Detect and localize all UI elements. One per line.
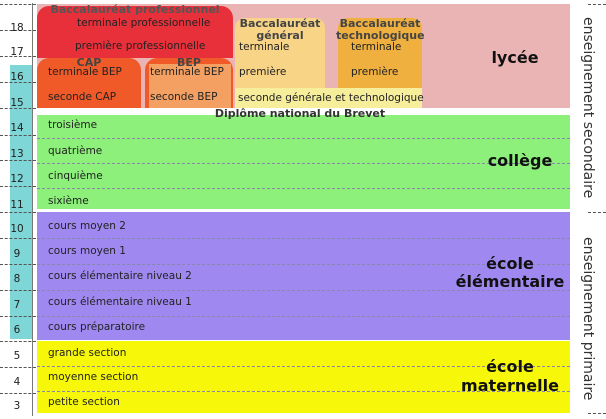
college-block [37, 115, 570, 209]
axis-tick [0, 186, 36, 187]
teal-strip [10, 65, 32, 339]
bac-general-title: Baccalauréat général [239, 17, 321, 42]
age-label: 5 [13, 350, 21, 362]
axis-tick [0, 367, 36, 368]
axis-tick [0, 108, 36, 109]
axis-tick [0, 56, 36, 57]
elementaire-class-label: cours préparatoire [48, 321, 146, 333]
axis-tick [0, 264, 36, 265]
college-class-label: quatrième [48, 145, 103, 157]
premiere-general-label: première [239, 66, 287, 78]
college-class-label: cinquième [48, 170, 103, 182]
age-label: 12 [10, 173, 24, 185]
bac-pro-title: Baccalauréat professionnel [50, 3, 220, 16]
axis-tick [0, 4, 36, 5]
terminale-techno-label: terminale [351, 41, 402, 53]
elementaire-block [37, 212, 570, 340]
axis-tick [0, 212, 36, 213]
college-class-label: troisième [48, 119, 98, 131]
axis-tick [0, 160, 36, 161]
bep-inner-block [149, 64, 231, 108]
maternelle-block [37, 341, 570, 413]
seconde-gt-block [235, 88, 422, 108]
right-tick [588, 212, 606, 213]
axis-tick [0, 341, 36, 342]
brevet-title: Diplôme national du Brevet [214, 107, 386, 120]
age-label: 6 [13, 324, 21, 336]
row-divider [37, 391, 570, 392]
bac-techno-title: Baccalauréat technologique [336, 17, 425, 42]
terminale-pro-label: terminale professionnelle [77, 17, 211, 29]
axis-tick [0, 82, 36, 83]
premiere-techno-label: première [351, 66, 399, 78]
row-divider [37, 238, 570, 239]
axis-tick [0, 316, 36, 317]
seconde-bep-label: seconde BEP [150, 91, 218, 103]
right-tick [588, 413, 606, 414]
age-label: 7 [13, 299, 21, 311]
terminale-general-label: terminale [239, 41, 290, 53]
college-title: collège [487, 151, 553, 170]
bep-title: BEP [177, 56, 201, 69]
row-divider [37, 163, 570, 164]
maternelle-title-line2: maternelle [461, 376, 559, 395]
age-label: 17 [10, 46, 24, 58]
maternelle-class-label: grande section [48, 347, 127, 359]
seconde-cap-label: seconde CAP [48, 91, 117, 103]
age-label: 9 [13, 248, 21, 260]
bac-pro-block [37, 6, 233, 58]
secondary-side-label: enseignement secondaire [580, 17, 596, 199]
right-tick [588, 4, 606, 5]
elementaire-class-label: cours moyen 2 [48, 220, 126, 232]
cap-title: CAP [76, 56, 102, 69]
age-label: 16 [10, 71, 24, 83]
row-divider [37, 138, 570, 139]
age-label: 15 [10, 97, 24, 109]
primary-side-label: enseignement primaire [580, 237, 596, 401]
row-divider [37, 188, 570, 189]
age-label: 18 [10, 22, 24, 34]
bac-general-block [235, 18, 325, 88]
maternelle-title-line1: école [486, 357, 534, 376]
age-label: 4 [13, 376, 21, 388]
maternelle-class-label: moyenne section [48, 371, 139, 383]
row-divider [37, 366, 570, 367]
terminale-bep-label: terminale BEP [150, 66, 224, 78]
axis-tick [0, 135, 36, 136]
axis-tick [0, 238, 36, 239]
row-divider [37, 264, 570, 265]
age-label: 3 [13, 400, 21, 412]
row-divider [37, 316, 570, 317]
age-axis-line [32, 3, 33, 416]
cap-block [37, 58, 141, 108]
lycee-title: lycée [491, 48, 539, 67]
elementaire-class-label: cours élémentaire niveau 1 [48, 296, 192, 308]
seconde-gt-label: seconde générale et technologique [238, 92, 424, 104]
terminale-bep-cap-label: terminale BEP [48, 66, 122, 78]
age-label: 14 [10, 122, 24, 134]
bac-techno-block [338, 18, 422, 88]
elementaire-class-label: cours élémentaire niveau 2 [48, 270, 192, 282]
row-divider [37, 290, 570, 291]
college-class-label: sixième [48, 195, 89, 207]
elementaire-class-label: cours moyen 1 [48, 245, 126, 257]
elementaire-title-line1: école [486, 254, 534, 273]
axis-tick [0, 30, 36, 31]
axis-tick [0, 290, 36, 291]
age-label: 8 [13, 273, 21, 285]
elementaire-title-line2: élémentaire [455, 272, 565, 291]
premiere-pro-label: première professionnelle [75, 40, 206, 52]
maternelle-class-label: petite section [48, 396, 120, 408]
age-label: 10 [10, 223, 24, 235]
age-label: 11 [10, 199, 24, 211]
age-label: 13 [10, 148, 24, 160]
axis-tick [0, 393, 36, 394]
